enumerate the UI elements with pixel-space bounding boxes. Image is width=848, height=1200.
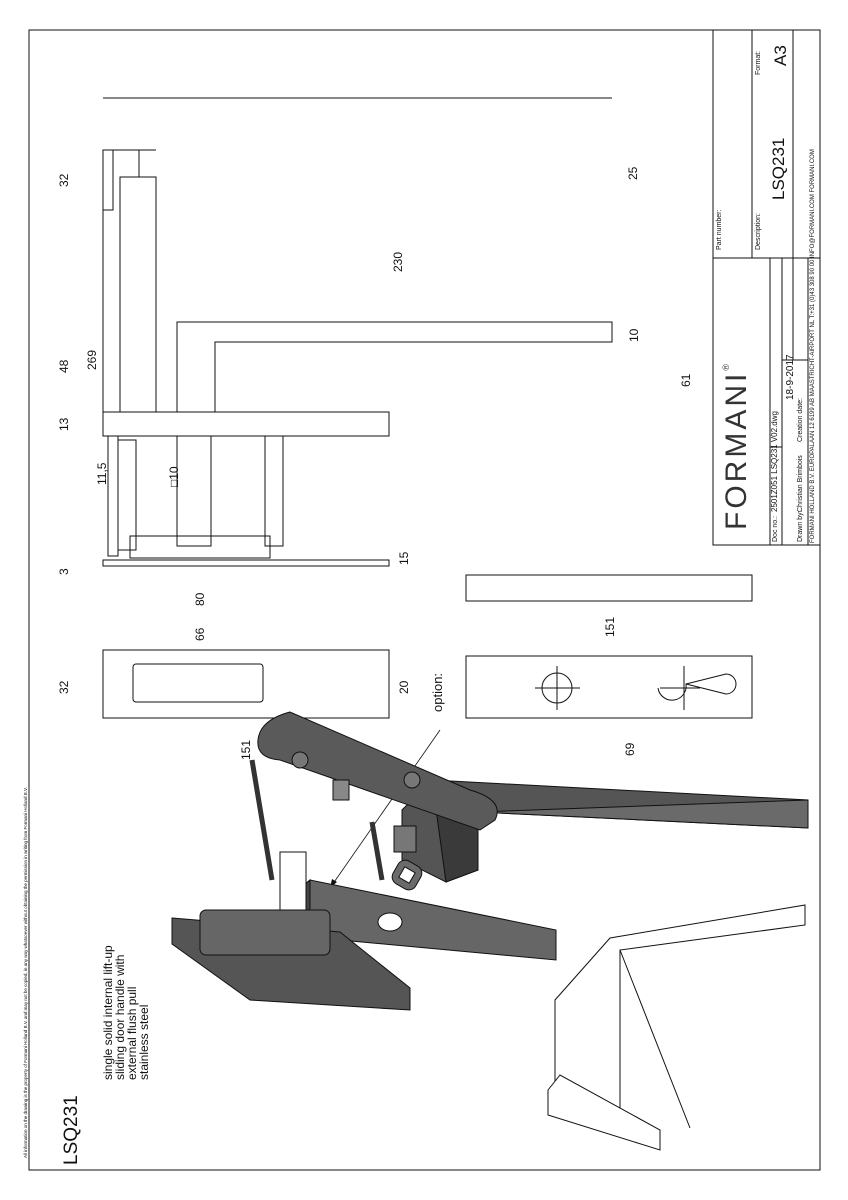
doc-no-value: 2501Z051 LSQ231 V02.dwg <box>770 411 779 512</box>
format-label: Format: <box>755 50 762 75</box>
dim-69: 69 <box>623 742 637 756</box>
drawn-by-label: Drawn by: <box>797 510 804 542</box>
option-leader <box>329 729 441 889</box>
dim-32-top: 32 <box>57 173 71 187</box>
dim-61: 61 <box>679 373 693 387</box>
format-value: A3 <box>771 45 790 66</box>
description-value: LSQ231 <box>769 137 788 200</box>
plate-front-view <box>102 649 390 719</box>
disclaimer-text: All information on the drawing is the pr… <box>23 787 28 1158</box>
dim-269: 269 <box>85 349 99 370</box>
title-block <box>712 29 821 546</box>
description-line-4: stainless steel <box>137 1004 151 1080</box>
dim-151-plate: 151 <box>239 739 253 760</box>
creation-date-value: 18-9-2017 <box>785 354 796 400</box>
brand-mark: ® <box>721 361 731 371</box>
dim-square-10: □10 <box>167 466 181 487</box>
dim-230: 230 <box>391 251 405 272</box>
doc-no-label: Doc no.: <box>772 515 779 542</box>
description-label: Description: <box>755 213 762 250</box>
dim-25: 25 <box>626 166 640 180</box>
dim-66: 66 <box>193 627 207 641</box>
drawn-by-value: Christian Brimbois <box>797 455 804 512</box>
dim-20: 20 <box>397 680 411 694</box>
brand-logo: FORMANI® <box>720 361 753 530</box>
brand-name: FORMANI <box>720 370 753 530</box>
option-plate-view <box>465 574 753 719</box>
iso-small-handle <box>547 904 806 1151</box>
sheet-border <box>28 29 821 1171</box>
product-code: LSQ231 <box>61 1095 82 1165</box>
dim-151-option: 151 <box>603 616 617 637</box>
dim-80: 80 <box>193 592 207 606</box>
iso-base-plate <box>171 909 411 1011</box>
option-label: option: <box>430 672 445 712</box>
dim-15: 15 <box>397 551 411 565</box>
dim-13: 13 <box>57 417 71 431</box>
footer-address: FORMANI HOLLAND B.V. EUROPALAAN 12 6199 … <box>810 149 816 543</box>
dim-11-5: 11,5 <box>95 462 109 485</box>
dim-32-plate: 32 <box>57 680 71 694</box>
creation-date-label: Creation date: <box>797 398 804 442</box>
iso-backplate <box>249 711 498 923</box>
part-number-label: Part number: <box>716 209 723 250</box>
dim-3: 3 <box>57 568 71 575</box>
iso-washer <box>391 859 423 891</box>
side-view-handle <box>102 321 613 567</box>
top-view-handle <box>102 149 157 413</box>
dim-10: 10 <box>627 328 641 342</box>
dim-48: 48 <box>57 359 71 373</box>
